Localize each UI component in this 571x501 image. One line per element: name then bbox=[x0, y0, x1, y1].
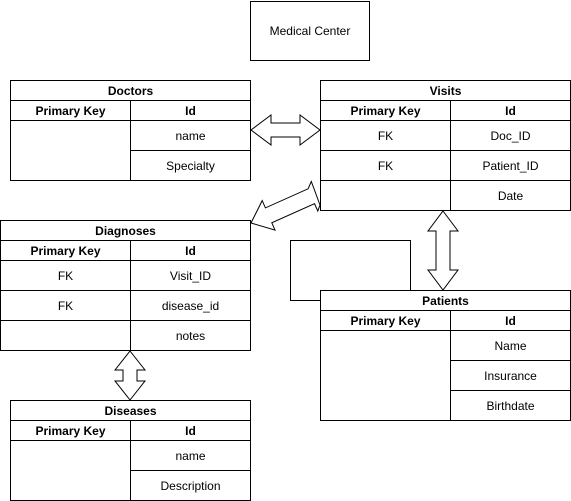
diagnoses-field-notes: notes bbox=[175, 329, 206, 343]
diseases-fields: name Description bbox=[11, 441, 250, 501]
doctors-visits-arrow bbox=[250, 114, 321, 146]
visits-table: Visits Primary Key Id FK Doc_ID FK Patie… bbox=[320, 80, 571, 211]
doctors-header-row: Primary Key Id bbox=[11, 101, 250, 121]
medical-center-box: Medical Center bbox=[250, 1, 370, 61]
diseases-key-cell bbox=[11, 441, 131, 501]
diagnoses-diseases-arrow bbox=[113, 350, 147, 401]
visits-row-patient-id: FK Patient_ID bbox=[321, 151, 570, 181]
visits-header-row: Primary Key Id bbox=[321, 101, 570, 121]
patients-key-cell bbox=[321, 331, 451, 421]
diagnoses-row-disease-id: FK disease_id bbox=[1, 291, 250, 321]
diseases-pk-header: Primary Key bbox=[11, 421, 131, 440]
diagnoses-header-row: Primary Key Id bbox=[1, 241, 250, 261]
medical-center-label: Medical Center bbox=[269, 24, 351, 38]
visits-row-date: Date bbox=[321, 181, 570, 211]
doctors-field-name: name bbox=[131, 121, 250, 151]
visits-id-header: Id bbox=[505, 103, 516, 118]
diagnoses-key-empty bbox=[1, 321, 131, 351]
diseases-table: Diseases Primary Key Id name Description bbox=[10, 400, 251, 501]
visits-key-fk: FK bbox=[321, 151, 451, 180]
patients-title: Patients bbox=[321, 291, 570, 311]
patients-field-birthdate: Birthdate bbox=[486, 399, 535, 413]
doctors-id-header: Id bbox=[185, 103, 196, 118]
visits-diagnoses-arrow bbox=[250, 180, 321, 231]
visits-title: Visits bbox=[321, 81, 570, 101]
diagnoses-row-visit-id: FK Visit_ID bbox=[1, 261, 250, 291]
patients-header-row: Primary Key Id bbox=[321, 311, 570, 331]
patients-table: Patients Primary Key Id Name Insurance B… bbox=[320, 290, 571, 421]
diagnoses-row-notes: notes bbox=[1, 321, 250, 351]
patients-pk-header: Primary Key bbox=[321, 311, 451, 330]
diseases-field-description: Description bbox=[160, 479, 221, 493]
patients-id-header: Id bbox=[505, 313, 516, 328]
diagnoses-field-disease-id: disease_id bbox=[161, 298, 220, 313]
patients-fields: Name Insurance Birthdate bbox=[321, 331, 570, 421]
diagnoses-title: Diagnoses bbox=[1, 221, 250, 241]
visits-patients-arrow bbox=[427, 210, 459, 291]
diseases-field-name: name bbox=[131, 441, 250, 471]
doctors-field-specialty: Specialty bbox=[166, 159, 215, 173]
diseases-header-row: Primary Key Id bbox=[11, 421, 250, 441]
visits-key-fk: FK bbox=[321, 121, 451, 150]
visits-field-doc-id: Doc_ID bbox=[490, 128, 531, 143]
diagnoses-key-fk: FK bbox=[1, 291, 131, 320]
visits-field-date: Date bbox=[497, 189, 524, 203]
visits-key-empty bbox=[321, 181, 451, 211]
doctors-fields: name Specialty bbox=[11, 121, 250, 181]
visits-pk-header: Primary Key bbox=[321, 101, 451, 120]
diagnoses-field-visit-id: Visit_ID bbox=[169, 268, 212, 283]
diagnoses-key-fk: FK bbox=[1, 261, 131, 290]
diseases-id-header: Id bbox=[185, 423, 196, 438]
doctors-table: Doctors Primary Key Id name Specialty bbox=[10, 80, 251, 181]
doctors-title: Doctors bbox=[11, 81, 250, 101]
diagnoses-table: Diagnoses Primary Key Id FK Visit_ID FK … bbox=[0, 220, 251, 351]
doctors-pk-header: Primary Key bbox=[11, 101, 131, 120]
patients-field-insurance: Insurance bbox=[451, 361, 570, 391]
diseases-title: Diseases bbox=[11, 401, 250, 421]
doctors-key-cell bbox=[11, 121, 131, 181]
visits-field-patient-id: Patient_ID bbox=[482, 158, 539, 173]
patients-field-name: Name bbox=[451, 331, 570, 361]
diagnoses-id-header: Id bbox=[185, 243, 196, 258]
visits-row-doc-id: FK Doc_ID bbox=[321, 121, 570, 151]
diagnoses-pk-header: Primary Key bbox=[1, 241, 131, 260]
